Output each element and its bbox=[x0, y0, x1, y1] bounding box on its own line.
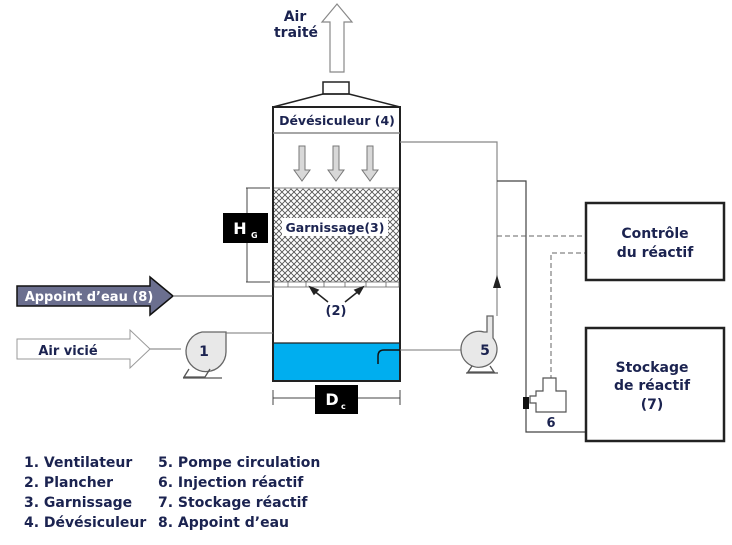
storage-label-3: (7) bbox=[641, 397, 664, 413]
makeup-water-label: Appoint d’eau (8) bbox=[25, 290, 154, 305]
legend-item: 7. Stockage réactif bbox=[158, 495, 308, 511]
recirculation-line bbox=[400, 141, 498, 316]
legend-item: 5. Pompe circulation bbox=[158, 455, 321, 471]
reagent-line bbox=[497, 180, 585, 433]
floor-support bbox=[273, 281, 400, 288]
reagent-control-box bbox=[584, 201, 726, 282]
legend-item: 8. Appoint d’eau bbox=[158, 515, 290, 531]
packing-height-sub: G bbox=[251, 231, 258, 240]
packing-label: Garnissage(3) bbox=[286, 220, 385, 235]
storage-label-2: de réactif bbox=[614, 378, 691, 394]
air-out-label-2: traité bbox=[274, 25, 318, 41]
makeup-water-arrow bbox=[16, 275, 273, 317]
control-label-1: Contrôle bbox=[621, 226, 688, 242]
injection-pump-icon bbox=[523, 377, 567, 413]
legend-item: 1. Ventilateur bbox=[24, 455, 133, 471]
air-out-label-1: Air bbox=[284, 9, 307, 25]
air-in-label: Air vicié bbox=[38, 344, 98, 359]
pump-icon bbox=[400, 315, 498, 374]
reagent-storage-box bbox=[584, 326, 726, 443]
legend-item: 3. Garnissage bbox=[24, 495, 133, 511]
injection-number: 6 bbox=[546, 416, 555, 431]
legend-item: 4. Dévésiculeur bbox=[24, 515, 147, 531]
diameter-label: D bbox=[325, 390, 338, 409]
demister-label: Dévésiculeur (4) bbox=[279, 113, 395, 128]
flow-arrow-icon bbox=[493, 275, 501, 288]
air-out-arrow-icon bbox=[320, 3, 354, 73]
downflow-arrows-icon bbox=[293, 145, 379, 182]
storage-label-1: Stockage bbox=[616, 360, 689, 376]
legend-column-1: 1. Ventilateur 2. Plancher 3. Garnissage… bbox=[24, 453, 146, 533]
floor-pointer-arrows-icon bbox=[308, 285, 365, 303]
tower-roof bbox=[272, 81, 401, 108]
legend-column-2: 5. Pompe circulation 6. Injection réacti… bbox=[158, 453, 320, 533]
legend-item: 2. Plancher bbox=[24, 475, 114, 491]
liquid-sump bbox=[274, 343, 399, 380]
diameter-sub: c bbox=[341, 402, 346, 411]
floor-label: (2) bbox=[326, 304, 347, 319]
packing-height-label: H bbox=[233, 219, 246, 238]
fan-icon bbox=[182, 331, 273, 379]
control-signal-lines bbox=[497, 235, 585, 412]
air-in-arrow bbox=[16, 328, 181, 370]
fan-number: 1 bbox=[199, 344, 209, 360]
control-label-2: du réactif bbox=[617, 245, 694, 261]
legend-item: 6. Injection réactif bbox=[158, 475, 304, 491]
pump-number: 5 bbox=[480, 343, 490, 359]
